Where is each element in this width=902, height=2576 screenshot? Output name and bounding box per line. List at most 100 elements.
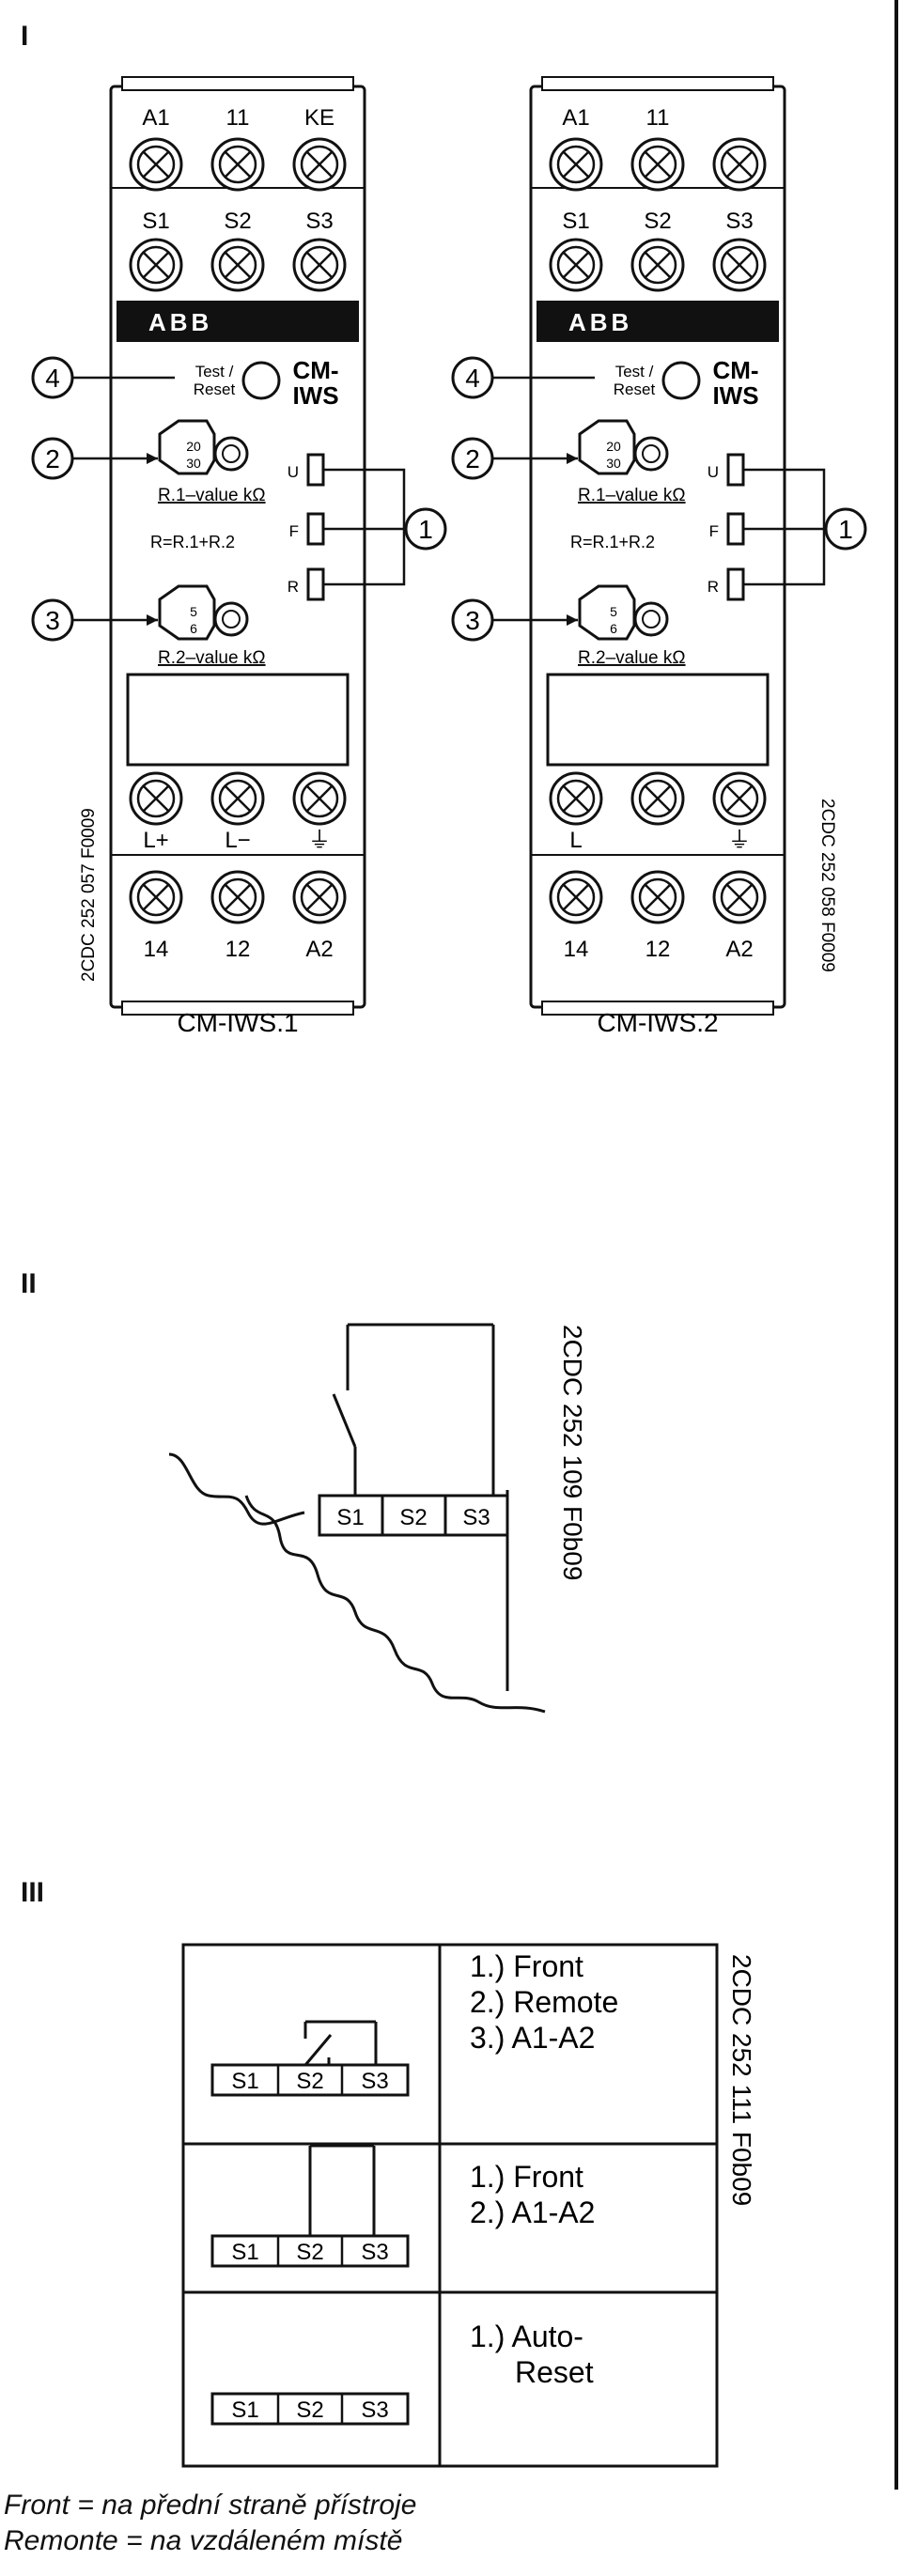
wavy-edge-top (168, 1452, 305, 1526)
led-label: U (288, 463, 299, 481)
led-label: F (709, 522, 719, 540)
section-label-III: III (21, 1877, 45, 1908)
screw-terminal-top (630, 137, 685, 192)
supply-terminal-label: ⏚ (308, 828, 331, 853)
s-terminal-label: S2 (644, 209, 671, 234)
svg-text:6: 6 (190, 621, 197, 636)
callout-2: 2 (31, 437, 158, 480)
mode-description: Reset (515, 2355, 594, 2389)
table-terminal-label: S2 (296, 2240, 323, 2265)
wiring-figure-ii: S1 S2 S3 2CDC 252 109 F0b09 (168, 1323, 587, 1714)
led-label: R (288, 578, 299, 596)
s-terminal-label: S2 (224, 209, 251, 234)
screw-terminal-supply (129, 771, 183, 826)
svg-text:4: 4 (45, 364, 60, 393)
brand-logo: ABB (568, 308, 632, 336)
r2-dial: 56 (578, 584, 669, 641)
mode-description: 2.) A1-A2 (470, 2196, 595, 2229)
screw-terminal-output (129, 870, 183, 924)
doc-code-device: 2CDC 252 058 F0009 (817, 799, 837, 972)
callout-3: 3 (31, 598, 158, 642)
led-indicator (726, 453, 745, 487)
model-label: IWS (712, 381, 758, 410)
svg-text:20: 20 (186, 439, 201, 454)
reset-label: Reset (194, 380, 236, 398)
test-reset-button (241, 361, 281, 400)
screw-terminal-supply (630, 771, 685, 826)
svg-text:6: 6 (610, 621, 617, 636)
screw-terminal-s (549, 238, 603, 292)
table-terminal-label: S3 (361, 2069, 388, 2094)
table-terminal-label: S1 (231, 2069, 258, 2094)
svg-text:5: 5 (190, 604, 197, 619)
callout-3: 3 (451, 598, 578, 642)
svg-text:4: 4 (465, 364, 480, 393)
table-terminal-label: S3 (361, 2240, 388, 2265)
svg-text:20: 20 (606, 439, 621, 454)
r2-dial: 56 (158, 584, 249, 641)
wavy-edge-diagonal (244, 1495, 546, 1714)
screw-terminal-top (549, 137, 603, 192)
svg-text:1: 1 (838, 515, 853, 544)
s-terminal-label: S1 (562, 209, 589, 234)
led-indicator (306, 512, 325, 546)
top-terminal-label: 11 (646, 105, 670, 131)
model-label: CM- (712, 356, 758, 384)
svg-text:3: 3 (465, 606, 480, 635)
table-terminal-label: S1 (231, 2398, 258, 2423)
svg-text:1: 1 (418, 515, 433, 544)
r1-value-label: R.1–value kΩ (578, 486, 686, 505)
led-indicator (306, 567, 325, 601)
s-terminal-label: S3 (305, 209, 333, 234)
footnote-remote: Remonte = na vzdáleném místě (4, 2525, 403, 2556)
table-terminal-label: S2 (296, 2069, 323, 2094)
section-label-II: II (21, 1268, 37, 1299)
screw-terminal-supply (210, 771, 265, 826)
output-terminal-label: 14 (144, 937, 169, 962)
model-label: CM- (292, 356, 338, 384)
screw-terminal-s (210, 238, 265, 292)
top-terminal-label: KE (304, 105, 334, 131)
led-indicator (726, 567, 745, 601)
output-terminal-label: A2 (725, 937, 753, 962)
screw-terminal-s (129, 238, 183, 292)
mode-description: 1.) Front (470, 1949, 583, 1983)
doc-code-device: 2CDC 252 057 F0009 (79, 808, 99, 982)
doc-code-ii: 2CDC 252 109 F0b09 (558, 1325, 587, 1580)
s-terminal-label: S3 (725, 209, 753, 234)
doc-code-iii: 2CDC 252 111 F0b09 (727, 1954, 756, 2206)
supply-terminal-label: ⏚ (728, 828, 751, 853)
table-terminal-label: S2 (296, 2398, 323, 2423)
callout-4: 4 (451, 356, 595, 399)
screw-terminal-s (712, 238, 767, 292)
device-name: CM-IWS.1 (177, 1008, 298, 1037)
terminal-s1: S1 (336, 1505, 364, 1530)
terminal-s2: S2 (399, 1505, 427, 1530)
mode-description: 1.) Front (470, 2160, 583, 2194)
top-terminal-label: 11 (226, 105, 250, 131)
r2-value-label: R.2–value kΩ (158, 648, 266, 668)
led-label: F (289, 522, 299, 540)
led-label: R (708, 578, 719, 596)
led-label: U (708, 463, 719, 481)
svg-text:30: 30 (186, 456, 201, 471)
screw-terminal-output (210, 870, 265, 924)
brand-bar (117, 301, 359, 342)
r2-value-label: R.2–value kΩ (578, 648, 686, 668)
switch-blade (332, 1393, 357, 1448)
reset-label: Reset (614, 380, 656, 398)
screw-terminal-output (549, 870, 603, 924)
callout-1: 1 (404, 507, 447, 551)
mode-description: 1.) Auto- (470, 2320, 583, 2353)
top-terminal-label: A1 (142, 105, 169, 131)
screw-terminal-output (292, 870, 347, 924)
test-reset-button (661, 361, 701, 400)
